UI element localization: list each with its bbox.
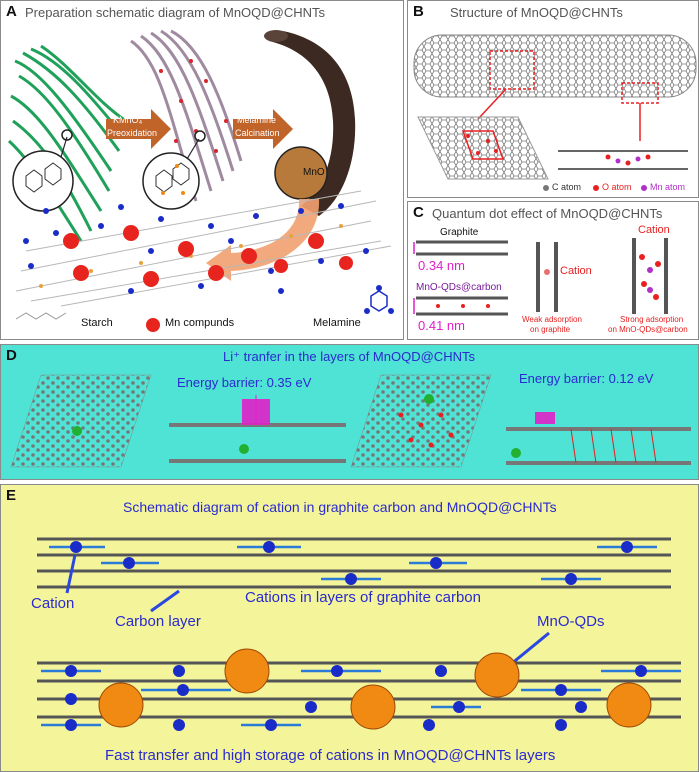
panel-c: C Quantum dot effect of MnOQD@CHNTs Grap… [407,201,699,340]
starch-molecule-zoom [12,150,74,212]
cation-right-label: Cation [638,224,670,236]
melamine-nitrogen [23,203,369,294]
strong-adsorption-label: Strong adsorption [620,315,684,324]
graphite-top-view [10,374,152,468]
panel-c-title: Quantum dot effect of MnOQD@CHNTs [432,206,663,221]
calcination-arrow [233,109,293,149]
cation-mid-label: Cation [560,265,592,277]
molecular-lattice [15,190,392,307]
weak-adsorption-label-2: on graphite [530,325,571,334]
graphite-layers [37,537,671,589]
panel-d: D Li⁺ tranfer in the layers of MnOQD@CHN… [0,344,699,480]
panel-b-graphic [413,34,697,191]
lower-cations [41,665,681,731]
panel-b-title: Structure of MnOQD@CHNTs [450,5,623,20]
graphite-distance: 0.34 nm [418,258,465,273]
panel-a-title: Preparation schematic diagram of MnOQD@C… [25,5,326,20]
panel-e-title: Schematic diagram of cation in graphite … [123,499,557,515]
strong-adsorption-label-2: on MnO-QDs@carbon [608,325,688,334]
panel-d-graphic [10,374,691,468]
mn-atom-label: Mn atom [650,182,686,192]
panel-c-tag: C [413,204,424,221]
energy-barrier-bar-2 [535,412,555,424]
arrow1-bottom-label: Preoxidation [107,128,158,138]
energy-barrier-1-label: Energy barrier: 0.35 eV [177,375,312,390]
return-arrow [206,199,320,281]
c-atom-label: C atom [552,182,582,192]
melamine-molecule-icon [370,290,388,312]
arrow2-top-label: Melamine [237,115,277,125]
energy-barrier-2-label: Energy barrier: 0.12 eV [519,371,654,386]
mno-zoom-label: MnO [303,167,325,178]
upper-cations [49,541,657,585]
panel-e-graphic [37,537,681,731]
mno-carbon-label: MnO-QDs@carbon [416,282,502,293]
graphite-label: Graphite [440,227,479,238]
panel-a: A Preparation schematic diagram of MnOQD… [0,0,404,340]
mno-qds-label: MnO-QDs [537,613,605,630]
highlight-box-2 [621,82,659,104]
cation-label: Cation [31,595,75,612]
highlight-box-1 [489,50,535,90]
weak-adsorption-label: Weak adsorption [522,315,582,324]
carbon-layer-label: Carbon layer [115,613,201,630]
oxidized-molecule-zoom [142,152,200,210]
arrow1-top-label: KMnO₄ [113,115,143,125]
panel-c-graphic [413,238,668,316]
panel-a-graphic [7,29,394,332]
panel-e: E Schematic diagram of cation in graphit… [0,484,699,772]
mno-carbon-top-view [350,374,492,468]
mn-compound-spheres [63,225,353,287]
panel-d-tag: D [6,347,17,364]
mno-qd-spheres [98,648,652,730]
starch-legend-label: Starch [81,317,113,329]
panel-b-tag: B [413,3,424,20]
preoxidation-arrow [106,109,171,149]
panel-e-bottom-caption: Fast transfer and high storage of cation… [105,747,556,764]
arrow2-bottom-label: Calcination [235,128,280,138]
starch-fibers [7,44,127,242]
panel-d-title: Li⁺ tranfer in the layers of MnOQD@CHNTs [223,349,475,364]
mn-legend-dot [146,318,160,332]
o-atom-label: O atom [602,182,632,192]
cations-graphite-label: Cations in layers of graphite carbon [245,589,481,606]
nanotube-structure [413,34,697,98]
mn-legend-label: Mn compunds [165,317,235,329]
panel-e-tag: E [6,487,17,504]
mno-carbon-distance: 0.41 nm [418,318,465,333]
melamine-legend-label: Melamine [313,317,361,329]
carbon-nanotube [269,31,356,216]
graphene-sheet [417,116,549,180]
panel-b: B Structure of MnOQD@CHNTs C atom O atom… [407,0,699,198]
oxidized-fibers [130,29,243,202]
panel-a-tag: A [6,3,17,20]
